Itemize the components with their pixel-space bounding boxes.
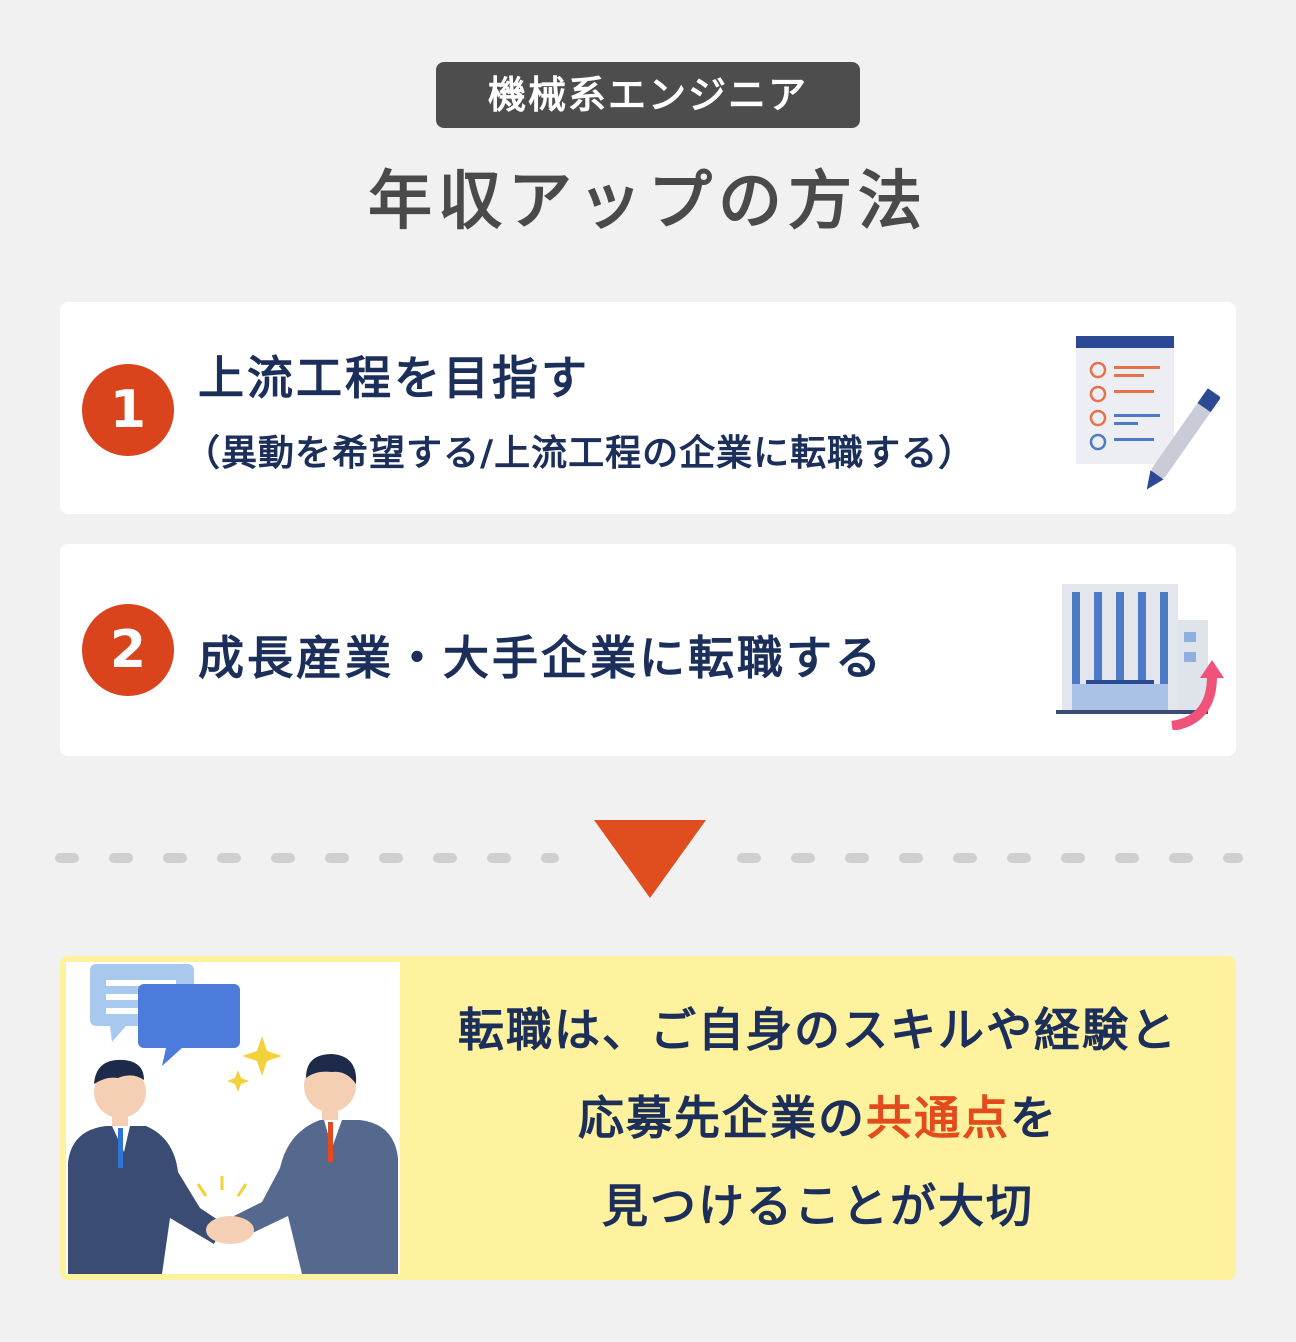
page-title: 年収アップの方法 xyxy=(368,165,928,239)
handshake-icon xyxy=(66,962,400,1274)
highlight-text: 共通点 xyxy=(866,1091,1010,1145)
method-card-2: 2 成長産業・大手企業に転職する xyxy=(60,544,1236,756)
method-card-1: 1 上流工程を目指す （異動を希望する/上流工程の企業に転職する） xyxy=(60,302,1236,514)
method-subtext: （異動を希望する/上流工程の企業に転職する） xyxy=(184,433,976,474)
result-message: 転職は、ご自身のスキルや経験と 応募先企業の共通点を 見つけることが大切 xyxy=(400,986,1236,1250)
building-growth-icon xyxy=(1052,580,1232,731)
result-line-3: 見つけることが大切 xyxy=(602,1179,1034,1233)
method-heading: 上流工程を目指す xyxy=(198,351,590,405)
result-box: 転職は、ご自身のスキルや経験と 応募先企業の共通点を 見つけることが大切 xyxy=(60,956,1236,1280)
checklist-pen-icon xyxy=(1070,332,1221,502)
result-line-2-post: を xyxy=(1010,1091,1058,1145)
step-number-badge: 1 xyxy=(82,364,174,456)
dashed-divider xyxy=(55,853,559,863)
method-heading: 成長産業・大手企業に転職する xyxy=(198,631,884,685)
result-line-1: 転職は、ご自身のスキルや経験と xyxy=(458,1003,1178,1057)
result-line-2-pre: 応募先企業の xyxy=(578,1091,866,1145)
category-tag: 機械系エンジニア xyxy=(436,62,860,128)
dashed-divider xyxy=(737,853,1243,863)
arrow-down-icon xyxy=(594,820,706,898)
result-line-2: 応募先企業の共通点を xyxy=(400,1074,1236,1162)
step-number-badge: 2 xyxy=(82,604,174,696)
